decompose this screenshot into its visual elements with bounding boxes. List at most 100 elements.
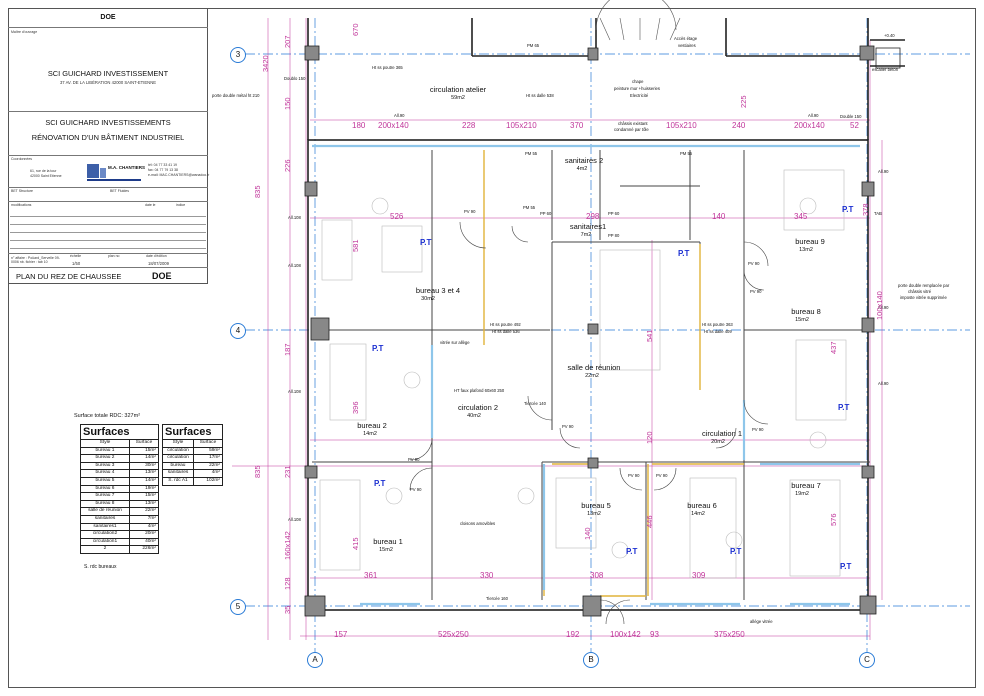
annotation: TAB	[874, 211, 882, 216]
room-area: 15m2	[795, 317, 809, 323]
axis-grid	[245, 18, 970, 652]
annotation: Electricité	[630, 93, 649, 98]
axis-bubble-3: 3	[230, 47, 246, 63]
annotation: PV 90	[464, 209, 476, 214]
annotation: PM 55	[680, 151, 693, 156]
axis-bubble-c: C	[859, 652, 875, 668]
dimension-label: 308	[590, 571, 604, 580]
contractor-email: e-mail: MAC.CHANTIERS@wanadoo.fr	[148, 173, 210, 177]
room-area: 19m2	[795, 491, 809, 497]
dimension-label: 415	[351, 537, 360, 550]
surfaces-caption: Surfaces	[80, 424, 159, 440]
project-name: RÉNOVATION D'UN BÂTIMENT INDUSTRIEL	[31, 133, 185, 142]
total-surface: Surface totale RDC: 327m²	[74, 413, 141, 419]
dimension-label: 375x250	[714, 630, 745, 639]
drawing-sheet-frame	[8, 8, 976, 688]
room-area: 7m2	[580, 232, 592, 238]
structural-columns	[304, 45, 877, 617]
surfaces-caption: Surfaces	[162, 424, 223, 440]
project-section: SCI GUICHARD INVESTISSEMENTS RÉNOVATION …	[8, 112, 208, 156]
annotation: All.90	[878, 381, 889, 386]
annotation: PM 65	[527, 43, 540, 48]
annotation: PM 55	[523, 205, 536, 210]
bet-section: BET Structure BET Fluides	[8, 188, 208, 202]
room-area: 4m2	[576, 166, 588, 172]
dimension-label: 3420	[261, 55, 270, 72]
dimension-label: 670	[351, 23, 360, 36]
dimension-label: 105x210	[506, 121, 537, 130]
pt-marker: P.T	[838, 403, 850, 412]
annotation: peinture mur +huisseries	[614, 86, 660, 91]
dimension-label: 180	[352, 121, 366, 130]
annotation: PV 90	[656, 473, 668, 478]
glazed-partitions	[312, 144, 860, 606]
room-area: 20m2	[711, 439, 725, 445]
mod-line	[10, 224, 206, 225]
annotation: Tiercée 140	[524, 401, 546, 406]
annotation: vestiaires	[678, 43, 696, 48]
modifications-label: modifications	[11, 203, 32, 207]
contractor-section: Coordonnées 61, rue de la tour 42000 Sai…	[8, 156, 210, 188]
room-area: 30m2	[421, 296, 435, 302]
axis-bubble-a: A	[307, 652, 323, 668]
dimension-label: 231	[283, 465, 292, 478]
dimension-label: 309	[692, 571, 706, 580]
room-area: 15m2	[379, 547, 393, 553]
annotation: All.108	[288, 263, 301, 268]
annotation: Ht ss dalle 536	[492, 329, 520, 334]
pt-marker: P.T	[420, 238, 432, 247]
pt-marker: P.T	[730, 547, 742, 556]
room-name: bureau 3 et 4	[415, 286, 461, 295]
annotation: cloisons amovibles	[460, 521, 496, 526]
surface-value: 226m²	[129, 545, 159, 554]
annotation: Doublo 150	[284, 76, 306, 81]
annotation: vitrée sur allège	[440, 340, 470, 345]
annotation: PV 90	[628, 473, 640, 478]
dimension-label: 835	[253, 185, 262, 198]
dimension-label: 361	[364, 571, 378, 580]
annotation: PV 90	[408, 457, 420, 462]
room-name: salle de réunion	[567, 363, 621, 372]
room-name: bureau 7	[791, 481, 821, 490]
annotation: imposte vitrée supprimée	[900, 295, 947, 300]
room-name: circulation 1	[701, 429, 743, 438]
annotation: All.108	[288, 215, 301, 220]
dimension-label: 192	[566, 630, 580, 639]
dimension-label: 835	[253, 465, 262, 478]
dimension-lines	[232, 18, 883, 640]
dimension-label: 240	[732, 121, 746, 130]
annotation: Ht ss poutre 492	[490, 322, 521, 327]
room-area: 14m2	[691, 511, 705, 517]
annotation: All.90	[878, 305, 889, 310]
mod-line	[10, 216, 206, 217]
annotation: Tiercée 160	[486, 596, 508, 601]
edition-label: date d'édition	[146, 254, 167, 258]
annotation: All.90	[808, 113, 819, 118]
room-area: 22m2	[585, 373, 599, 379]
annotation: PV 90	[410, 487, 422, 492]
dimension-label: 378	[861, 203, 870, 216]
bet-structure-label: BET Structure	[11, 189, 33, 193]
dimension-label: 200x140	[378, 121, 409, 130]
annotation: Ht ss dalle 409	[704, 329, 732, 334]
annotation: porte double remplacée par	[898, 283, 950, 288]
annotation: PV 90	[562, 424, 574, 429]
room-name: sanitaires1	[569, 222, 607, 231]
dimension-label: 225	[739, 95, 748, 108]
axis-bubble-b: B	[583, 652, 599, 668]
annotation: PV 90	[752, 427, 764, 432]
dimension-label: 541	[645, 329, 654, 342]
project-client: SCI GUICHARD INVESTISSEMENTS	[45, 118, 171, 127]
annotation: All.90	[394, 113, 405, 118]
pt-marker: P.T	[840, 562, 852, 571]
room-name: sanitaires 2	[564, 156, 604, 165]
dimension-label: 396	[351, 401, 360, 414]
stair-landing	[875, 47, 901, 69]
door-swings	[409, 221, 769, 625]
dimension-label: 187	[283, 343, 292, 356]
dimension-label: 140	[583, 527, 592, 540]
surface-value: 102m²	[193, 476, 223, 486]
